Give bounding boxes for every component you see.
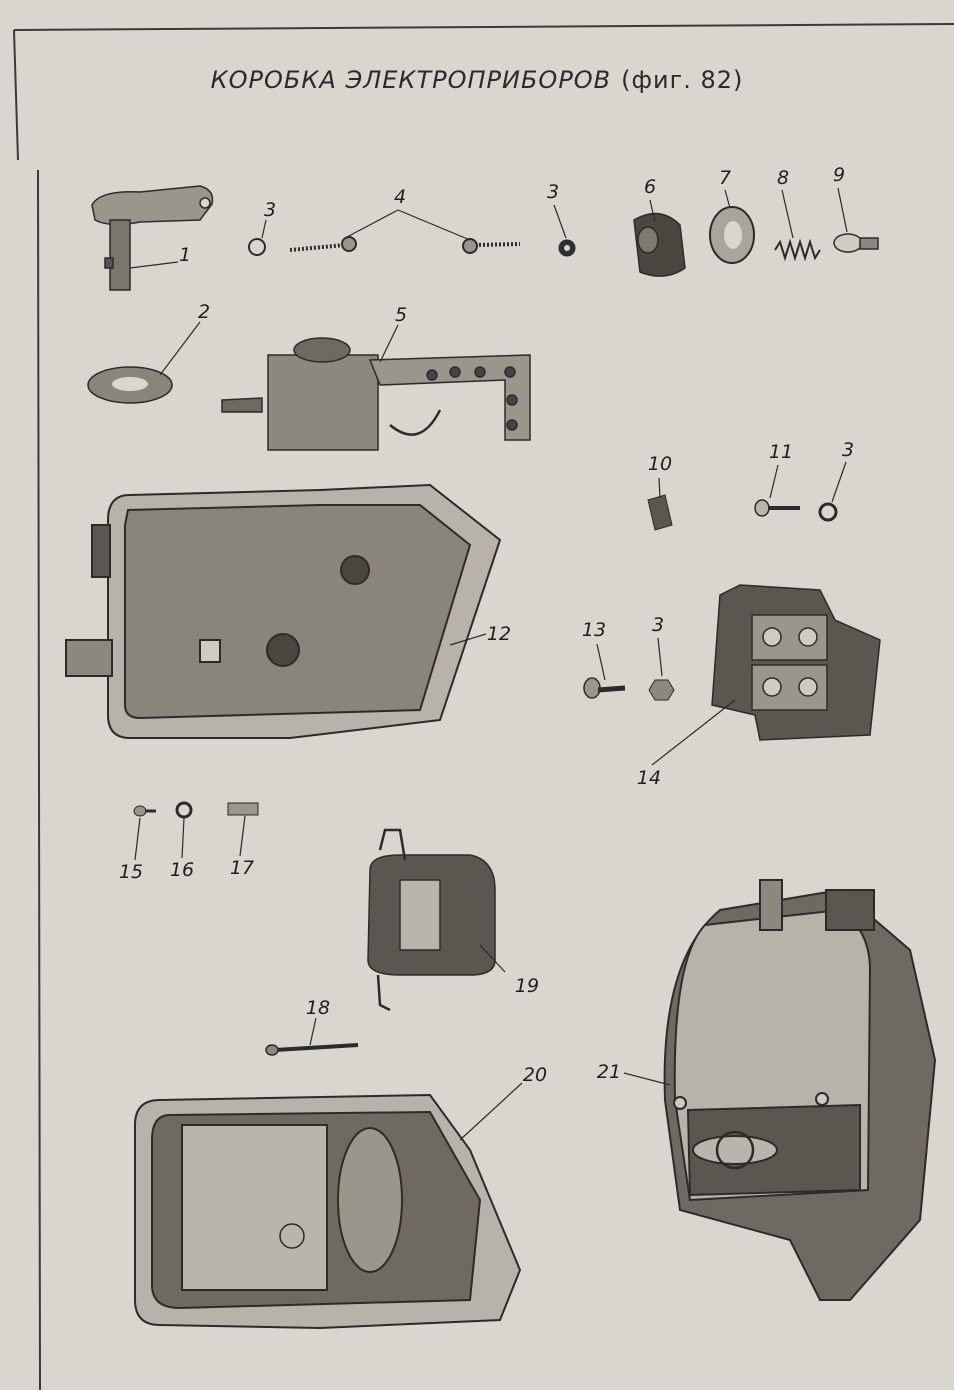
callout-15: 15 xyxy=(118,861,144,883)
page-title: КОРОБКА ЭЛЕКТРОПРИБОРОВ (фиг. 82) xyxy=(0,66,954,94)
callout-14: 14 xyxy=(636,767,662,789)
callout-3-b: 3 xyxy=(546,181,560,203)
part-12-housing xyxy=(65,483,502,739)
callout-5: 5 xyxy=(394,304,408,326)
callout-9: 9 xyxy=(832,164,846,186)
part-16-washer xyxy=(175,801,193,819)
part-17-plate xyxy=(227,802,259,816)
top-border-line xyxy=(13,23,954,31)
callout-1: 1 xyxy=(178,244,192,266)
callout-4: 4 xyxy=(393,186,407,208)
callout-7: 7 xyxy=(718,167,732,189)
part-1-handle xyxy=(91,185,214,291)
callout-20: 20 xyxy=(522,1064,548,1086)
leader-lines xyxy=(129,187,848,1141)
callout-2: 2 xyxy=(197,301,211,323)
callout-10: 10 xyxy=(647,453,673,475)
callout-3-c: 3 xyxy=(841,439,855,461)
part-11-screw xyxy=(754,499,800,517)
part-13-screw xyxy=(583,677,626,699)
part-5-switch xyxy=(221,337,531,451)
part-10-pin xyxy=(647,494,673,531)
part-21-assembled-box xyxy=(663,879,937,1301)
part-6-knob xyxy=(633,212,686,277)
callout-8: 8 xyxy=(776,167,790,189)
callout-3-d: 3 xyxy=(651,614,665,636)
part-9-bulb xyxy=(833,233,879,253)
part-14-terminal-block xyxy=(711,584,881,741)
part-19-coil xyxy=(367,828,496,1012)
callout-3-a: 3 xyxy=(263,199,277,221)
figure-reference: (фиг. 82) xyxy=(621,66,744,94)
part-18-rod xyxy=(265,1043,359,1056)
callout-21: 21 xyxy=(596,1061,622,1083)
part-4-screws xyxy=(289,236,521,254)
left-border-line xyxy=(37,169,41,1390)
part-15-screw xyxy=(133,805,156,817)
callout-12: 12 xyxy=(486,623,512,645)
left-border-top xyxy=(13,29,19,161)
part-20-cover xyxy=(134,1093,522,1330)
callout-19: 19 xyxy=(514,975,540,997)
callout-17: 17 xyxy=(229,857,255,879)
part-3-nut-d xyxy=(648,679,675,701)
title-text: КОРОБКА ЭЛЕКТРОПРИБОРОВ xyxy=(210,66,612,94)
callout-13: 13 xyxy=(581,619,607,641)
callout-6: 6 xyxy=(643,176,657,198)
part-3-washer-c xyxy=(818,502,838,522)
callout-16: 16 xyxy=(169,859,195,881)
callout-11: 11 xyxy=(768,441,794,463)
part-8-spring xyxy=(774,238,821,262)
part-3-washer-a xyxy=(248,238,266,256)
callout-18: 18 xyxy=(305,997,331,1019)
